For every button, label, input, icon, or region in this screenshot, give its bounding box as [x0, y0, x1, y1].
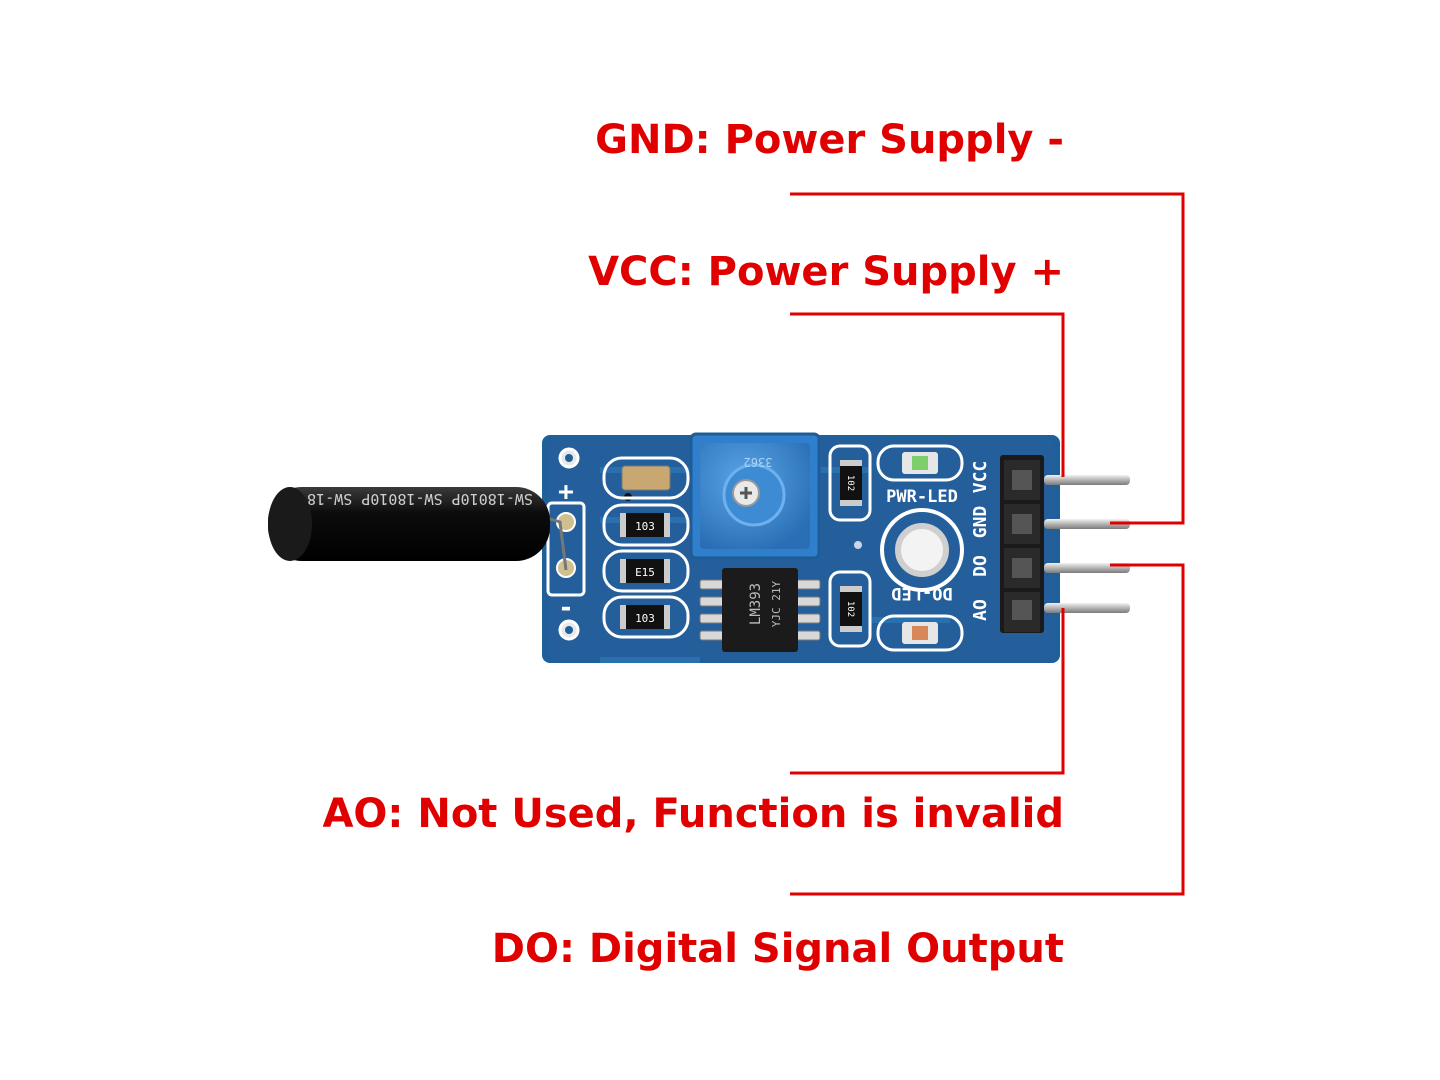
- pin-vcc: [1044, 475, 1130, 485]
- chip-sub-label: YJC 21Y: [770, 580, 783, 627]
- sensor-print-label: SW-18010P SW-18010P SW-18: [307, 490, 533, 508]
- vcc-leader-line: [790, 312, 1065, 477]
- pin-gnd: [1044, 519, 1130, 529]
- minus-label: -: [558, 593, 574, 623]
- ao-callout-label: AO: Not Used, Function is invalid: [322, 791, 1064, 837]
- ao-leader-line: [790, 608, 1065, 775]
- pwr-led: PWR-LED: [876, 444, 964, 507]
- led-resistors: 102 102: [828, 444, 872, 648]
- gnd-callout-label: GND: Power Supply -: [595, 117, 1064, 163]
- callout-lines: [790, 192, 1185, 896]
- resistor-label-4: 102: [845, 475, 855, 491]
- resistor-label-5: 102: [845, 601, 855, 617]
- do-leader-line: [790, 563, 1185, 896]
- resistor-label-2: E15: [635, 566, 655, 579]
- pin-do: [1044, 563, 1130, 573]
- do-led: DO-LED: [876, 583, 964, 652]
- pin-ao: [1044, 603, 1130, 613]
- trimpot: 3362: [689, 432, 821, 560]
- pin-label-ao: AO: [970, 599, 991, 621]
- trimpot-label: 3362: [744, 455, 773, 469]
- tilt-sensor-cylinder: SW-18010P SW-18010P SW-18: [268, 487, 568, 571]
- mounting-hole-large: [880, 508, 964, 592]
- resistor-label-3: 103: [635, 612, 655, 625]
- pin-header: [1000, 455, 1130, 633]
- pin-label-vcc: VCC: [970, 461, 991, 494]
- do-callout-label: DO: Digital Signal Output: [491, 926, 1064, 972]
- pin-labels: VCC GND DO AO: [970, 461, 991, 621]
- smd-components: 103 E15 103: [602, 456, 690, 639]
- resistor-label-1: 103: [635, 520, 655, 533]
- do-led-label: DO-LED: [891, 583, 952, 603]
- pin-label-do: DO: [970, 555, 991, 577]
- comparator-chip: LM393 YJC 21Y: [699, 568, 821, 652]
- chip-label: LM393: [748, 583, 764, 625]
- gnd-leader-line: [790, 192, 1185, 525]
- plus-label: +: [558, 477, 574, 507]
- pwr-led-label: PWR-LED: [886, 487, 958, 507]
- pin-label-gnd: GND: [970, 506, 991, 539]
- vcc-callout-label: VCC: Power Supply +: [588, 249, 1064, 295]
